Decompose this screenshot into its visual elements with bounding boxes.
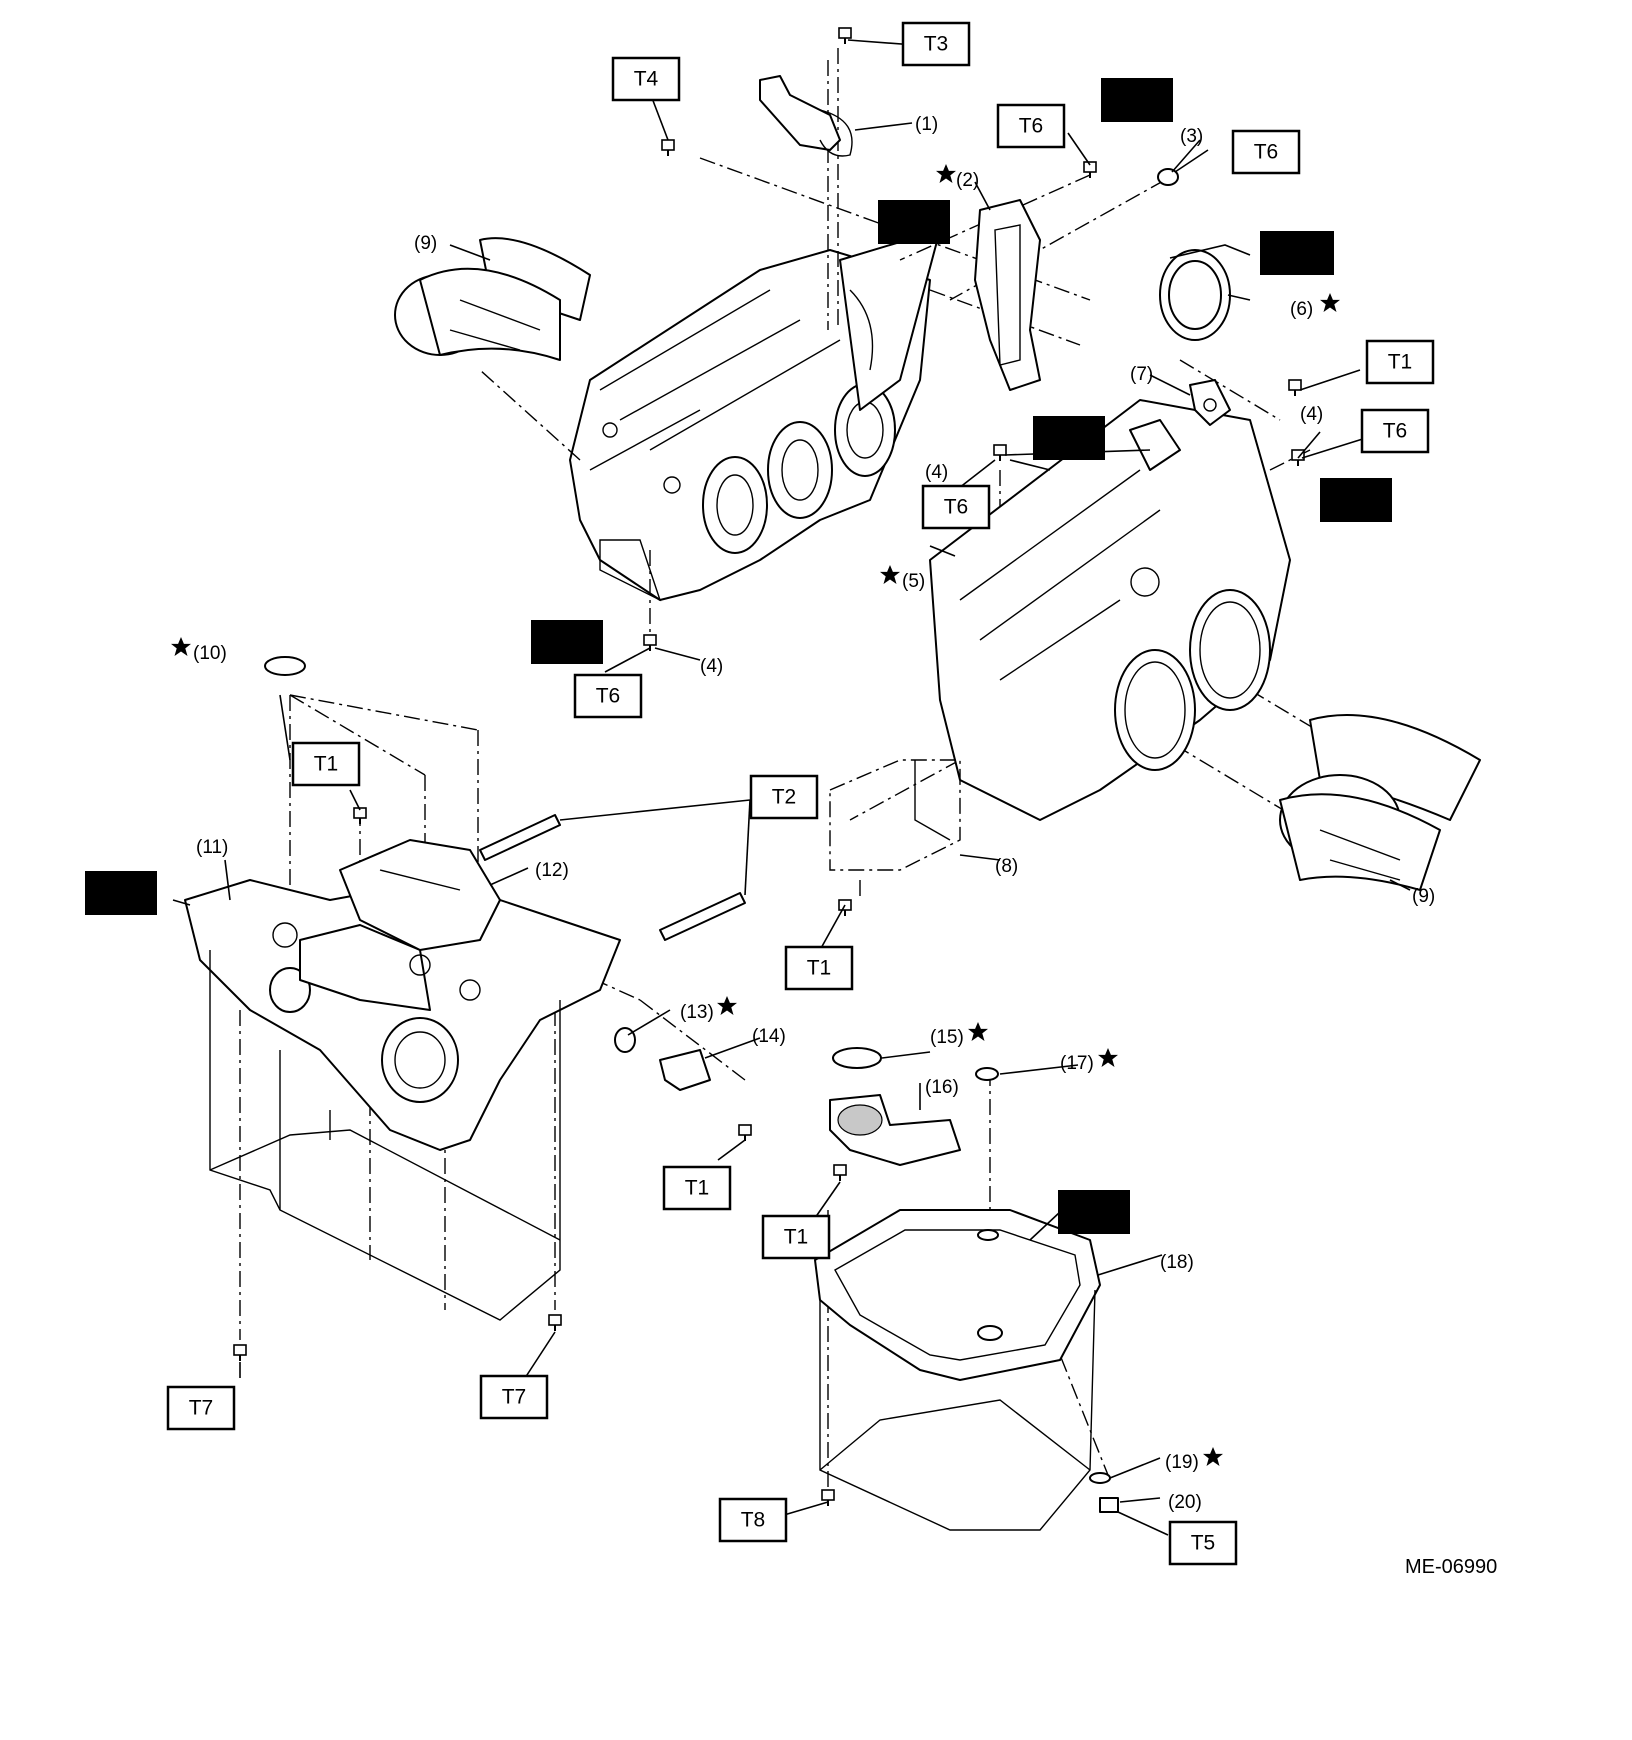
callout-2: (2) (956, 170, 979, 191)
svg-text:T6: T6 (944, 496, 969, 519)
torque-box-t1-pipe: T1 (662, 1165, 732, 1211)
callout-14: (14) (752, 1026, 786, 1047)
svg-text:T1: T1 (314, 753, 339, 776)
svg-text:T3: T3 (924, 33, 949, 56)
oil-strainer-16 (829, 1047, 961, 1166)
callout-4-center: (4) (925, 462, 948, 483)
stud-bolts-T2 (479, 814, 746, 941)
callout-8: (8) (995, 856, 1018, 877)
star-icon (717, 996, 737, 1015)
torque-box-t1-pump: T1 (291, 741, 361, 787)
oil-seal-6 (1159, 249, 1231, 341)
callout-18: (18) (1160, 1252, 1194, 1273)
callout-6: (6) (1290, 299, 1313, 320)
torque-box-t2: T2 (749, 774, 819, 820)
callout-17: (17) (1060, 1053, 1094, 1074)
liquid-gasket-icon-plug-right (1318, 476, 1394, 524)
callout-16: (16) (925, 1077, 959, 1098)
svg-text:T6: T6 (1019, 115, 1044, 138)
crankcase-right-half (569, 229, 941, 602)
oil-pan-18 (814, 1209, 1101, 1531)
oil-pump-housing-11 (184, 879, 621, 1151)
star-icon (880, 565, 900, 584)
star-icon (1098, 1048, 1118, 1067)
stud-path-8 (829, 759, 961, 871)
oil-pipe-13-14 (614, 1027, 711, 1091)
star-icon (968, 1022, 988, 1041)
star-icon (1203, 1447, 1223, 1466)
oil-can-icon (1260, 231, 1334, 275)
callout-10: (10) (193, 643, 227, 664)
gasket-plate-2 (974, 199, 1041, 391)
callout-3: (3) (1180, 126, 1203, 147)
torque-box-t8: T8 (718, 1497, 788, 1543)
callout-7: (7) (1130, 364, 1153, 385)
torque-box-t1-strainer: T1 (761, 1214, 831, 1260)
torque-box-t6-center: T6 (921, 484, 991, 530)
svg-text:T6: T6 (1383, 420, 1408, 443)
cylinder-sleeves-9-upper (394, 237, 591, 361)
gasket-19 (1089, 1472, 1111, 1484)
svg-text:T7: T7 (502, 1386, 527, 1409)
callout-20: (20) (1168, 1492, 1202, 1513)
liquid-gasket-icon-upper (1099, 76, 1175, 124)
o-ring-10 (264, 656, 306, 676)
torque-box-t1-center: T1 (784, 945, 854, 991)
star-icon (1320, 293, 1340, 312)
gasket-17 (975, 1067, 999, 1081)
liquid-gasket-icon-oil-pan (1056, 1188, 1132, 1236)
callout-1: (1) (915, 114, 938, 135)
cylinder-sleeves-9-lower (1279, 714, 1481, 891)
star-icon (171, 637, 191, 656)
torque-box-t7-right: T7 (479, 1374, 549, 1420)
svg-text:T1: T1 (807, 957, 832, 980)
star-icon (936, 164, 956, 183)
torque-box-t3: T3 (901, 21, 971, 67)
torque-box-t7-left: T7 (166, 1385, 236, 1431)
liquid-gasket-icon-plug-left (529, 618, 605, 666)
crankcase-left-half (929, 399, 1291, 821)
svg-text:T1: T1 (784, 1226, 809, 1249)
liquid-gasket-icon-plug-center (1031, 414, 1107, 462)
callout-11: (11) (196, 837, 228, 858)
plug-3 (1157, 168, 1179, 186)
callout-5: (5) (902, 571, 925, 592)
torque-box-t6-right: T6 (1360, 408, 1430, 454)
callout-19: (19) (1165, 1452, 1199, 1473)
figure-code: ME-06990 (1405, 1556, 1497, 1578)
callout-9-lower: (9) (1412, 886, 1435, 907)
bracket-1 (759, 75, 853, 157)
torque-box-t1-right: T1 (1365, 339, 1435, 385)
svg-text:T6: T6 (596, 685, 621, 708)
bracket-7 (1189, 379, 1231, 426)
torque-box-t6-plug3: T6 (1231, 129, 1301, 175)
torque-box-t5: T5 (1168, 1520, 1238, 1566)
svg-text:T8: T8 (741, 1509, 766, 1532)
drain-plug-20 (1099, 1497, 1119, 1513)
callout-9-upper: (9) (414, 233, 437, 254)
baffle-plate-12 (339, 839, 501, 951)
liquid-gasket-icon-crankcase (876, 198, 952, 246)
callout-4-lower: (4) (700, 656, 723, 677)
callout-12: (12) (535, 860, 569, 881)
callout-13: (13) (680, 1002, 714, 1023)
svg-text:T6: T6 (1254, 141, 1279, 164)
svg-text:T5: T5 (1191, 1532, 1216, 1555)
torque-box-t6-top: T6 (996, 103, 1066, 149)
svg-text:T1: T1 (685, 1177, 710, 1200)
callout-15: (15) (930, 1027, 964, 1048)
callout-4-right: (4) (1300, 404, 1323, 425)
svg-text:T1: T1 (1388, 351, 1413, 374)
torque-box-t4: T4 (611, 56, 681, 102)
svg-text:T7: T7 (189, 1397, 214, 1420)
leader-lines (172, 39, 1411, 1536)
liquid-gasket-icon-pump (83, 869, 159, 917)
oil-pan-upper-outline (209, 950, 561, 1321)
torque-box-t6-lower-left: T6 (573, 673, 643, 719)
svg-text:T2: T2 (772, 786, 797, 809)
svg-text:T4: T4 (634, 68, 659, 91)
